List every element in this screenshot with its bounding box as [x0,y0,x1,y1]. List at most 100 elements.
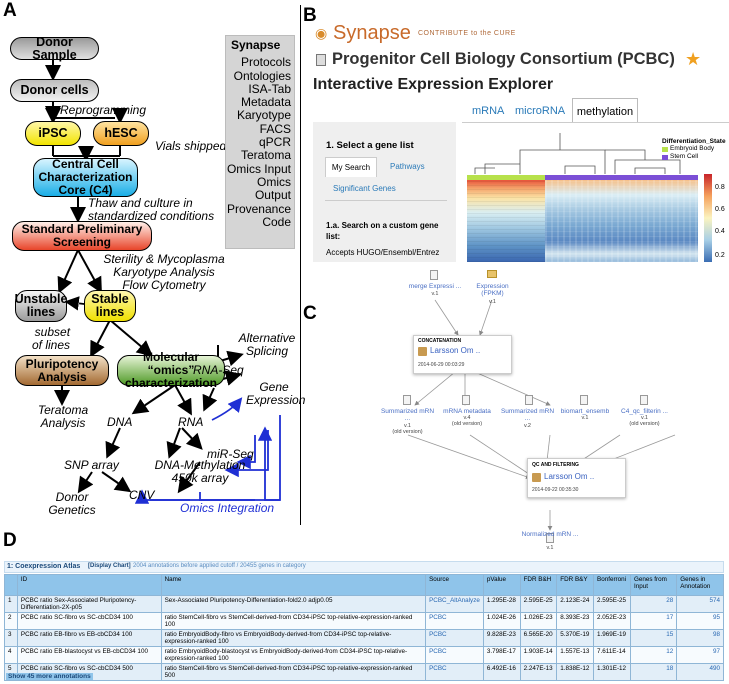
row-genes-input-link[interactable]: 17 [629,612,678,630]
activity-title: QC AND FILTERING [532,462,579,468]
row-bonferroni: 1.969E-19 [593,629,631,647]
display-chart-link[interactable]: [Display Chart] [88,563,131,569]
show-more-link[interactable]: Show 45 more annotations [6,673,93,680]
table-header-cell[interactable]: Name [160,574,427,596]
screening-box: Standard Preliminary Screening [12,221,152,251]
synapse-list-item: Ontologies [233,68,291,83]
donor-sample-box: Donor Sample [10,35,99,61]
synapse-list-item: Karyotype [236,108,291,123]
subtab-pathways[interactable]: Pathways [390,162,425,171]
user-avatar [532,473,541,482]
row-genes-input-link[interactable]: 28 [629,595,678,613]
row-bonferroni: 7.611E-14 [593,646,631,664]
provenance-node-label[interactable]: Expression (FPKM) [476,283,509,297]
file-icon [403,395,411,405]
screening-step: Flow Cytometry [122,278,206,292]
row-pvalue: 1.024E-26 [482,612,521,630]
tab-mrna[interactable]: mRNA [472,105,505,117]
rna-label: RNA [178,415,204,429]
row-index: 1 [4,595,18,613]
row-genes-annotation-link[interactable]: 574 [676,595,724,613]
row-id: PCBC ratio SC-fibro vs SC-cbCD34 100 [16,612,162,630]
synapse-list-item: Metadata [240,95,291,110]
row-pvalue: 9.828E-23 [482,629,521,647]
row-source-link[interactable]: PCBC_AltAnalyze [425,595,484,613]
provenance-node-label[interactable]: mRNA metadata [443,408,491,415]
row-source-link[interactable]: PCBC [425,612,484,630]
row-bonferroni: 1.301E-12 [593,663,631,681]
provenance-node-label[interactable]: C4_qc_filterin ... [621,408,668,415]
row-name: ratio EmbryoidBody-blastocyst vs Embryoi… [160,646,427,664]
synapse-content-list: Synapse Protocols Ontologies ISA-Tab Met… [225,35,295,249]
provenance-node-label[interactable]: Normalized mRN ... [521,531,579,538]
row-fdr-bh: 1.903E-14 [519,646,558,664]
alt-splicing-line: Splicing [245,344,289,358]
provenance-node-label[interactable]: biomart_ensemb [560,408,610,415]
panel-label-b: B [303,5,317,26]
dna-methylation-label: DNA-Methylation 450k array [150,459,250,485]
row-genes-input-link[interactable]: 15 [629,629,678,647]
legend-label: Stem Cell [670,153,699,160]
legend-label: Embryoid Body [670,145,715,152]
tab-methylation[interactable]: methylation [572,98,638,122]
subtab-my-search[interactable]: My Search [325,157,377,177]
colorbar-tick: 0.6 [715,206,725,213]
activity-box-concatenation[interactable] [413,335,512,374]
thaw-text: Thaw and culture in standardized conditi… [88,196,215,223]
project-title[interactable]: Progenitor Cell Biology Consortium (PCBC… [332,50,675,68]
row-fdr-by: 5.370E-19 [556,629,594,647]
row-fdr-bh: 1.026E-23 [519,612,558,630]
row-bonferroni: 2.595E-25 [593,595,631,613]
screening-step: Karyotype Analysis [113,265,215,279]
user-avatar [418,347,427,356]
row-pvalue: 1.295E-28 [482,595,521,613]
table-header-row: ID Name Source pValue FDR B&H FDR B&Y Bo… [4,574,724,596]
subset-line: subset [34,325,71,339]
provenance-node-label[interactable]: Summarized mRN ... [500,408,555,422]
row-source-link[interactable]: PCBC [425,646,484,664]
favorite-star-icon[interactable]: ★ [685,49,702,69]
page-title: Interactive Expression Explorer [313,76,554,93]
subtab-significant-genes[interactable]: Significant Genes [333,184,396,193]
provenance-node-version: v.2 [524,423,531,429]
activity-box-qc[interactable] [527,458,626,498]
gene-list-panel [313,122,456,262]
provenance-node-label[interactable]: Summarized mRN ... [380,408,435,422]
table-header-cell[interactable]: Genes in Annotation [676,574,724,596]
table-header-cell[interactable]: ID [16,574,162,596]
provenance-node-note: (old version) [629,421,660,427]
row-genes-input-link[interactable]: 12 [629,646,678,664]
atlas-summary: 2004 annotations before applied cutoff /… [133,563,306,569]
synapse-list-item: Provenance [226,201,291,216]
row-genes-annotation-link[interactable]: 98 [676,629,724,647]
table-header-cell[interactable]: Source [425,574,484,596]
table-header-cell[interactable]: Genes from Input [629,574,678,596]
row-bonferroni: 2.052E-23 [593,612,631,630]
file-icon [580,395,588,405]
row-source-link[interactable]: PCBC [425,629,484,647]
array-450k-line: 450k array [171,471,229,485]
row-genes-input-link[interactable]: 18 [629,663,678,681]
row-genes-annotation-link[interactable]: 95 [676,612,724,630]
table-header-cell[interactable]: FDR B&Y [556,574,594,596]
table-header-cell[interactable]: Bonferroni [593,574,631,596]
legend-swatch [662,155,668,160]
tab-microrna[interactable]: microRNA [515,105,566,117]
activity-user: Larsson Om .. [430,346,481,355]
row-name: ratio StemCell-fibro vs StemCell-derived… [160,663,427,681]
row-genes-annotation-link[interactable]: 490 [676,663,724,681]
provenance-node-version: v.4 [463,415,471,421]
colorbar [704,174,712,262]
unstable-lines-box: Unstable lines [15,290,67,322]
row-source-link[interactable]: PCBC [425,663,484,681]
table-header-cell[interactable]: pValue [482,574,521,596]
provenance-node-label[interactable]: merge Expressi ... [408,283,462,290]
folder-icon [487,270,497,278]
colorbar-tick: 0.4 [715,228,725,235]
panel-label-a: A [3,0,17,21]
panel-divider [300,5,301,525]
row-genes-annotation-link[interactable]: 97 [676,646,724,664]
thaw-label: Thaw and culture in standardized conditi… [88,197,238,223]
table-header-cell[interactable]: FDR B&H [519,574,558,596]
search-help-text: Accepts HUGO/Ensembl/Entrez [326,248,440,257]
